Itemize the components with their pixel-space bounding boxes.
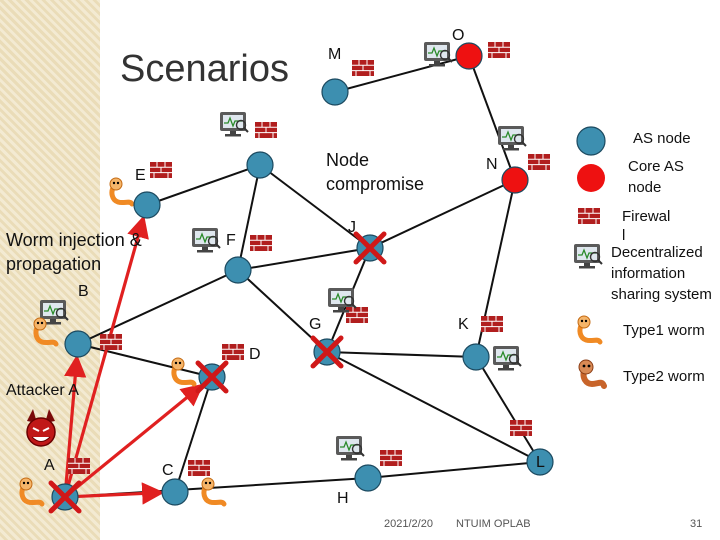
node-L	[526, 448, 554, 476]
page-title: Scenarios	[120, 48, 289, 90]
node-A	[48, 480, 82, 514]
node-label-N: N	[486, 156, 498, 173]
attack-edge-A-B	[64, 354, 87, 488]
legend-type2-worm: Type2 worm	[623, 368, 705, 385]
node-label-K: K	[458, 316, 469, 333]
decentralized-monitor-icon	[335, 435, 365, 462]
edge-F-J	[237, 247, 371, 271]
firewall-icon	[345, 306, 369, 324]
node-label-A: A	[44, 457, 55, 474]
node-compromise-line1: Node	[326, 150, 370, 170]
legend-type2-worm-icon	[579, 360, 604, 386]
firewall-icon	[480, 315, 504, 333]
legend-core-node-line2: node	[628, 179, 662, 196]
node-N	[501, 166, 529, 194]
type1-worm-icon	[202, 478, 224, 504]
node-B	[64, 330, 92, 358]
edge-G-K	[326, 351, 477, 358]
firewall-icon	[67, 457, 91, 475]
legend-firewall-line2: l	[622, 227, 626, 244]
decorative-sidebar-strip	[0, 0, 100, 540]
footer-page-number: 31	[690, 518, 703, 530]
decentralized-monitor-icon	[191, 227, 221, 254]
edge-top-J	[259, 164, 371, 249]
firewall-icon	[149, 161, 173, 179]
attack-edge-A-D	[71, 383, 204, 492]
node-label-C: C	[162, 462, 174, 479]
firewall-icon	[379, 449, 403, 467]
decentralized-monitor-icon	[423, 41, 453, 68]
decentralized-monitor-icon	[219, 111, 249, 138]
legend-decentralized-line2: information	[611, 265, 686, 282]
legend-monitor-icon	[573, 243, 603, 270]
firewall-icon	[99, 333, 123, 351]
attacker-devil-icon	[26, 409, 56, 447]
decentralized-monitor-icon	[492, 345, 522, 372]
type1-worm-icon	[20, 478, 42, 504]
firewall-icon	[249, 234, 273, 252]
edge-N-J	[369, 179, 516, 249]
firewall-icon	[509, 419, 533, 437]
node-label-J: J	[348, 219, 356, 236]
edge-K-L	[475, 356, 541, 463]
node-label-M: M	[328, 46, 342, 63]
attacker-label: Attacker A	[6, 382, 79, 399]
node-J	[353, 231, 387, 265]
node-O	[455, 42, 483, 70]
node-label-G: G	[309, 316, 322, 333]
edge-top-F	[237, 164, 261, 271]
node-label-O: O	[452, 27, 465, 44]
edge-C-D	[174, 376, 213, 493]
node-M	[321, 78, 349, 106]
footer-org: NTUIM OPLAB	[456, 518, 531, 530]
node-label-L: L	[536, 454, 545, 471]
legend-core-node-symbol	[577, 164, 605, 192]
node-C	[161, 478, 189, 506]
legend-decentralized-line1: Decentralized	[611, 244, 703, 261]
firewall-icon	[527, 153, 551, 171]
legend-type1-worm-icon	[578, 316, 600, 342]
node-top	[246, 151, 274, 179]
firewall-icon	[351, 59, 375, 77]
firewall-icon	[487, 41, 511, 59]
legend-firewall-line1: Firewal	[622, 208, 671, 225]
legend-as-node: AS node	[633, 130, 691, 147]
footer-date: 2021/2/20	[384, 518, 433, 530]
type1-worm-icon	[110, 178, 132, 204]
firewall-icon	[254, 121, 278, 139]
edge-B-D	[77, 343, 213, 378]
legend-as-node-symbol	[576, 126, 606, 156]
legend-decentralized-line3: sharing system	[611, 286, 712, 303]
edge-H-L	[367, 461, 541, 479]
node-H	[354, 464, 382, 492]
worm-injection-line1: Worm injection &	[6, 230, 142, 250]
node-K	[462, 343, 490, 371]
edge-M-O	[334, 55, 470, 93]
edge-G-L	[326, 351, 541, 463]
node-label-B: B	[78, 283, 89, 300]
legend-type1-worm: Type1 worm	[623, 322, 705, 339]
firewall-icon	[187, 459, 211, 477]
node-label-F: F	[226, 232, 236, 249]
firewall-icon	[221, 343, 245, 361]
attack-edge-A-C	[74, 482, 165, 505]
node-label-E: E	[135, 167, 146, 184]
node-F	[224, 256, 252, 284]
node-G	[310, 335, 344, 369]
node-D	[195, 360, 229, 394]
legend-core-node-line1: Core AS	[628, 158, 684, 175]
node-E	[133, 191, 161, 219]
node-label-D: D	[249, 346, 261, 363]
edge-O-N	[468, 55, 516, 181]
legend-firewall-icon	[577, 207, 601, 225]
node-label-H: H	[337, 490, 349, 507]
node-compromise-line2: compromise	[326, 174, 425, 194]
attack-edge-A-E	[66, 215, 149, 488]
worm-injection-line2: propagation	[6, 254, 102, 274]
edge-F-B	[77, 269, 239, 345]
edge-E-top	[146, 164, 261, 206]
